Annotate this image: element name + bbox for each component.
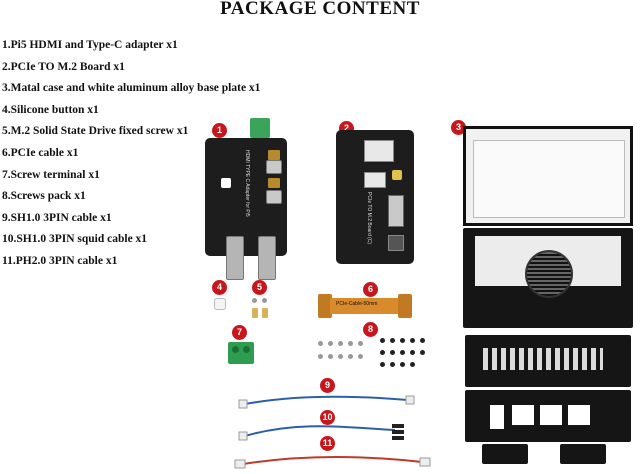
list-item: 5.M.2 Solid State Drive fixed screw x1 bbox=[2, 125, 189, 138]
badge-3: 3 bbox=[451, 120, 466, 135]
terminal-block bbox=[250, 118, 270, 138]
list-item: 8.Screws pack x1 bbox=[2, 190, 86, 203]
screw-icon bbox=[252, 298, 257, 303]
pcie-cable-label: PCIe-Cable-50mm bbox=[336, 301, 378, 307]
list-item: 4.Silicone button x1 bbox=[2, 103, 99, 116]
package-list: 1.Pi5 HDMI and Type-C adapter x1 2.PCIe … bbox=[2, 35, 260, 273]
list-item: 6.PCIe cable x1 bbox=[2, 146, 79, 159]
badge-8: 8 bbox=[363, 322, 378, 337]
badge-1: 1 bbox=[212, 123, 227, 138]
silicone-button-icon bbox=[214, 298, 226, 310]
badge-4: 4 bbox=[212, 280, 227, 295]
list-item: 3.Matal case and white aluminum alloy ba… bbox=[2, 82, 261, 95]
badge-5: 5 bbox=[252, 280, 267, 295]
screw-icon bbox=[262, 298, 267, 303]
list-item: 7.Screw terminal x1 bbox=[2, 168, 100, 181]
list-item: 1.Pi5 HDMI and Type-C adapter x1 bbox=[2, 39, 178, 51]
badge-10: 10 bbox=[320, 410, 335, 425]
list-item: 10.SH1.0 3PIN squid cable x1 bbox=[2, 233, 148, 246]
logo-icon bbox=[221, 178, 231, 188]
list-item: 9.SH1.0 3PIN cable x1 bbox=[2, 211, 112, 224]
badge-11: 11 bbox=[320, 436, 335, 451]
list-item: 2.PCIe TO M.2 Board x1 bbox=[2, 60, 125, 73]
fan-grille-icon bbox=[525, 250, 573, 298]
badge-7: 7 bbox=[232, 325, 247, 340]
badge-6: 6 bbox=[363, 282, 378, 297]
page-title: PACKAGE CONTENT bbox=[220, 0, 420, 19]
list-item: 11.PH2.0 3PIN cable x1 bbox=[2, 254, 118, 267]
badge-9: 9 bbox=[320, 378, 335, 393]
